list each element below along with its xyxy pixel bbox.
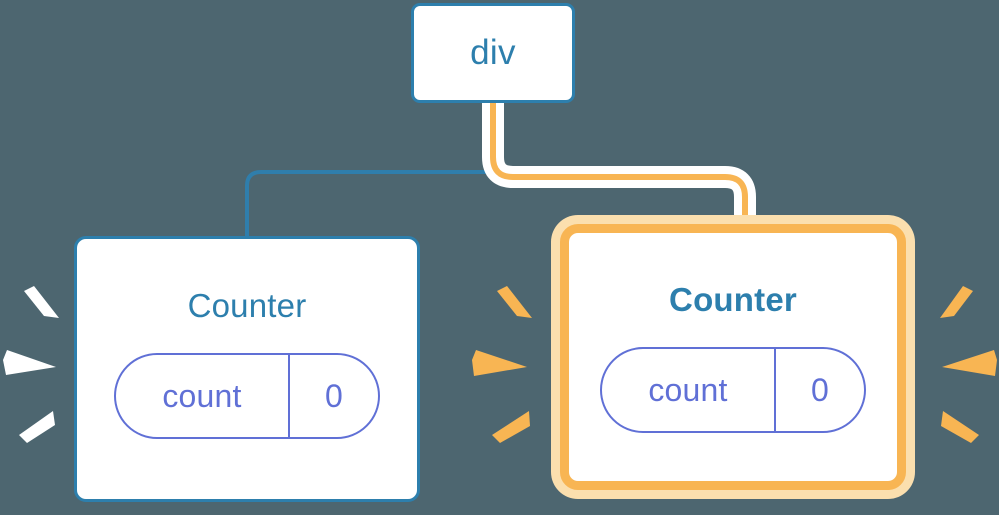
state-value-label: 0 (325, 377, 343, 414)
edge-div-to-counter-right (490, 103, 748, 243)
edge-highlight-halo (482, 103, 756, 243)
node-counter-left[interactable]: Counter count 0 (74, 236, 420, 502)
node-counter-right[interactable]: Counter count 0 (560, 224, 906, 490)
state-key-label: count (116, 355, 290, 437)
state-pill-right: count 0 (600, 347, 866, 433)
edge-div-to-counter-left (245, 103, 495, 240)
node-div[interactable]: div (411, 3, 575, 103)
state-value-label: 0 (811, 371, 829, 408)
state-key-label: count (602, 349, 776, 431)
node-counter-right-label: Counter (669, 281, 797, 318)
node-counter-left-label: Counter (187, 287, 307, 324)
node-div-label: div (470, 33, 516, 72)
state-pill-left: count 0 (114, 353, 380, 439)
